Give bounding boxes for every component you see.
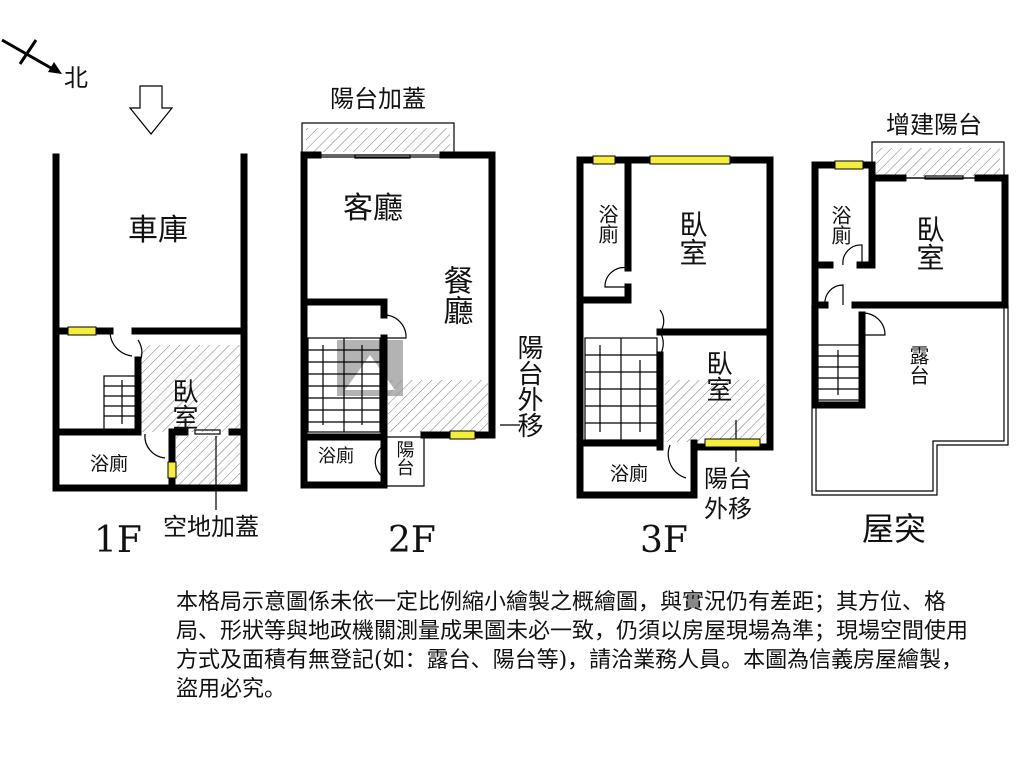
room-bedroom-1f: 臥室 [168,378,198,430]
balcony-outlines [215,122,1009,510]
callout-3f: 陽台外移 [704,464,756,524]
floor-names: 1F 2F 3F 屋突 [94,510,926,561]
callout-1f: 空地加蓋 [163,513,259,541]
room-bath-3f-b: 浴廁 [610,462,648,485]
floor-label-1f: 1F [94,520,142,561]
floor-label-2f: 2F [388,520,436,561]
north-arrow-icon [1,38,62,74]
watermark-logo [337,340,403,396]
disclaimer-note: 本格局示意圖係未依一定比例縮小繪製之概繪圖，與實況仍有差距；其方位、格局、形狀等… [176,590,969,702]
north-label: 北 [64,64,88,92]
callout-2f-balcony-move: 陽台外移 [513,334,543,438]
room-bath-roof: 浴廁 [828,205,852,246]
room-bath-3f-a: 浴廁 [595,204,619,245]
hatched-areas [140,128,1000,486]
callouts: 空地加蓋 陽台加蓋 陽台外移 增建陽台 [163,85,982,541]
callout-roof: 增建陽台 [886,111,982,139]
room-labels: 車庫 臥室 浴廁 客廳 餐廳 浴廁 陽台 浴廁 臥室 臥室 浴廁 浴廁 臥室 露… [90,191,946,485]
room-balcony-2f: 陽台 [394,440,415,476]
floor-label-roof: 屋突 [862,510,926,548]
room-bath-2f: 浴廁 [318,445,354,467]
room-bedroom-3f-b: 臥室 [702,350,732,402]
door-swings [109,154,978,479]
entrance-arrow-icon [128,85,174,135]
floor-label-3f: 3F [640,520,688,561]
room-terrace-roof: 露台 [906,345,930,385]
walls [52,151,1009,499]
room-bedroom-roof: 臥室 [913,215,946,271]
room-living: 客廳 [343,191,403,226]
callout-2f-balcony-add: 陽台加蓋 [330,85,426,113]
room-bath-1f: 浴廁 [90,452,128,475]
windows [67,155,864,479]
room-garage-1: 車庫 [128,213,188,248]
room-bedroom-3f-a: 臥室 [676,210,709,266]
room-dining: 餐廳 [438,265,474,325]
